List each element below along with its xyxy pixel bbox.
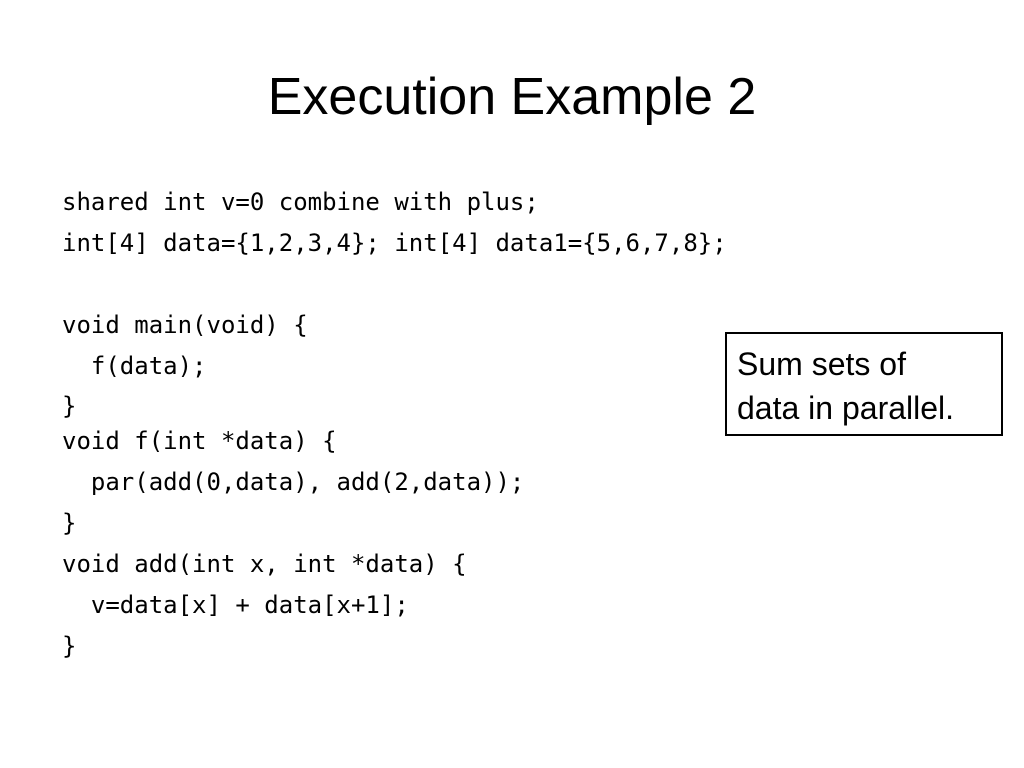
- code-line: void f(int *data) {: [62, 427, 337, 455]
- callout-line: Sum sets of: [737, 346, 906, 382]
- code-line: par(add(0,data), add(2,data));: [62, 468, 525, 496]
- callout-line: data in parallel.: [737, 390, 955, 426]
- code-line: int[4] data={1,2,3,4}; int[4] data1={5,6…: [62, 229, 727, 257]
- slide-title: Execution Example 2: [267, 68, 757, 126]
- code-line: void main(void) {: [62, 311, 308, 339]
- code-line: }: [62, 632, 77, 660]
- code-line: void add(int x, int *data) {: [62, 550, 467, 578]
- code-block: shared int v=0 combine with plus; int[4]…: [62, 0, 822, 768]
- code-line: }: [62, 392, 77, 420]
- callout-box: Sum sets of data in parallel.: [725, 332, 1003, 436]
- code-line: }: [62, 509, 77, 537]
- code-line: f(data);: [62, 352, 207, 380]
- code-line: shared int v=0 combine with plus;: [62, 188, 539, 216]
- code-line: v=data[x] + data[x+1];: [62, 591, 409, 619]
